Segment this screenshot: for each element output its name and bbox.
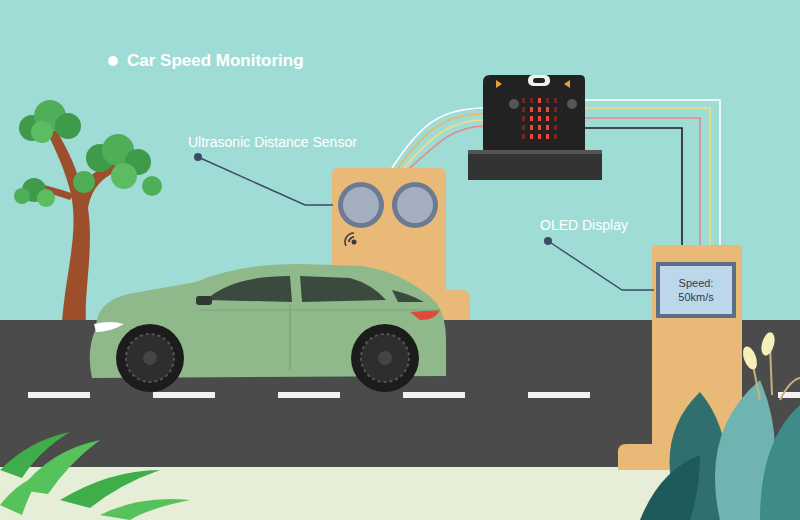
microbit-board-part-part (522, 116, 525, 121)
car-part (116, 324, 184, 392)
sensor-post-part (392, 182, 438, 228)
microbit-board-part-part (530, 125, 533, 130)
oled-screen: Speed: 50km/s (656, 262, 736, 318)
tree-part (14, 188, 30, 204)
car-part (196, 296, 212, 305)
callout-label: OLED Display (540, 217, 628, 233)
tree-part (31, 121, 53, 143)
microbit-board (468, 75, 602, 180)
car-part (392, 290, 424, 302)
sensor-post-part (343, 187, 379, 223)
car-part (378, 351, 392, 365)
car-part (126, 334, 174, 382)
car-part (206, 276, 292, 302)
leaves-part (740, 345, 759, 372)
sensor-post-part (349, 237, 354, 242)
tree-part (142, 176, 162, 196)
microbit-board-part (496, 80, 570, 88)
sensor-post-part (345, 233, 354, 246)
microbit-board-part-part (538, 125, 541, 130)
callout-label: Ultrasonic Distance Sensor (188, 134, 357, 150)
microbit-board-part-part (522, 134, 525, 139)
microbit-board-part-part (538, 116, 541, 121)
microbit-board-part-part (546, 134, 549, 139)
microbit-board-part (468, 150, 602, 154)
microbit-board-part (533, 78, 545, 83)
sensor-post-part (338, 182, 384, 228)
microbit-board-part-part (546, 125, 549, 130)
grass-part (0, 476, 40, 515)
tree-part (55, 113, 81, 139)
tree-part (37, 189, 55, 207)
leaves (640, 331, 800, 520)
car-part (300, 276, 386, 302)
leader-lines-part (108, 56, 118, 66)
sensor-post-part (397, 187, 433, 223)
car (90, 264, 446, 392)
microbit-board-part (468, 150, 602, 180)
microbit-board-part-part (546, 116, 549, 121)
microbit-board-part-part (522, 107, 525, 112)
microbit-board-part-part (554, 98, 557, 103)
car-part (361, 334, 409, 382)
microbit-board-part-part (530, 134, 533, 139)
microbit-board-part-part (554, 125, 557, 130)
car-part (94, 322, 124, 332)
microbit-board-part-part (522, 125, 525, 130)
car-part (351, 324, 419, 392)
microbit-board-part-part (554, 116, 557, 121)
leaves-part (640, 455, 700, 520)
car-part (200, 309, 440, 310)
lane-dashes-part (153, 392, 215, 398)
lane-dashes-part (403, 392, 465, 398)
microbit-board-part-part (546, 107, 549, 112)
car-part (289, 304, 291, 370)
microbit-board-part (522, 98, 557, 139)
lane-dashes-part (28, 392, 90, 398)
leaves-part (759, 331, 777, 357)
leader-lines (108, 56, 654, 290)
screen-text: Speed: 50km/s (666, 276, 726, 304)
microbit-board-part (567, 99, 577, 109)
microbit-board-part-part (554, 134, 557, 139)
microbit-board-part (509, 99, 519, 109)
sensor-post-part (352, 240, 357, 245)
tree-part (73, 171, 95, 193)
lane-dashes-part (278, 392, 340, 398)
grass-part (100, 499, 190, 520)
leaves-part (760, 405, 800, 520)
microbit-board-part-part (538, 107, 541, 112)
microbit-board-part (483, 75, 585, 150)
leaves-part (780, 378, 800, 400)
leader-lines-part (198, 157, 333, 205)
microbit-board-part-part (530, 107, 533, 112)
microbit-board-part-part (538, 98, 541, 103)
microbit-board-part-part (554, 107, 557, 112)
car-part (410, 310, 440, 320)
title: Car Speed Monitoring (127, 51, 304, 71)
microbit-board-part-part (538, 134, 541, 139)
microbit-board-part-part (522, 98, 525, 103)
microbit-board-part-part (530, 116, 533, 121)
lane-dashes-part (528, 392, 590, 398)
tree (14, 100, 162, 322)
grass (0, 432, 190, 520)
tree-part (111, 163, 137, 189)
microbit-board-part-part (530, 98, 533, 103)
sensor-post-part (349, 237, 354, 242)
microbit-board-part (528, 75, 550, 86)
leader-lines-part (548, 241, 654, 290)
microbit-board-part-part (546, 98, 549, 103)
car-part (143, 351, 157, 365)
